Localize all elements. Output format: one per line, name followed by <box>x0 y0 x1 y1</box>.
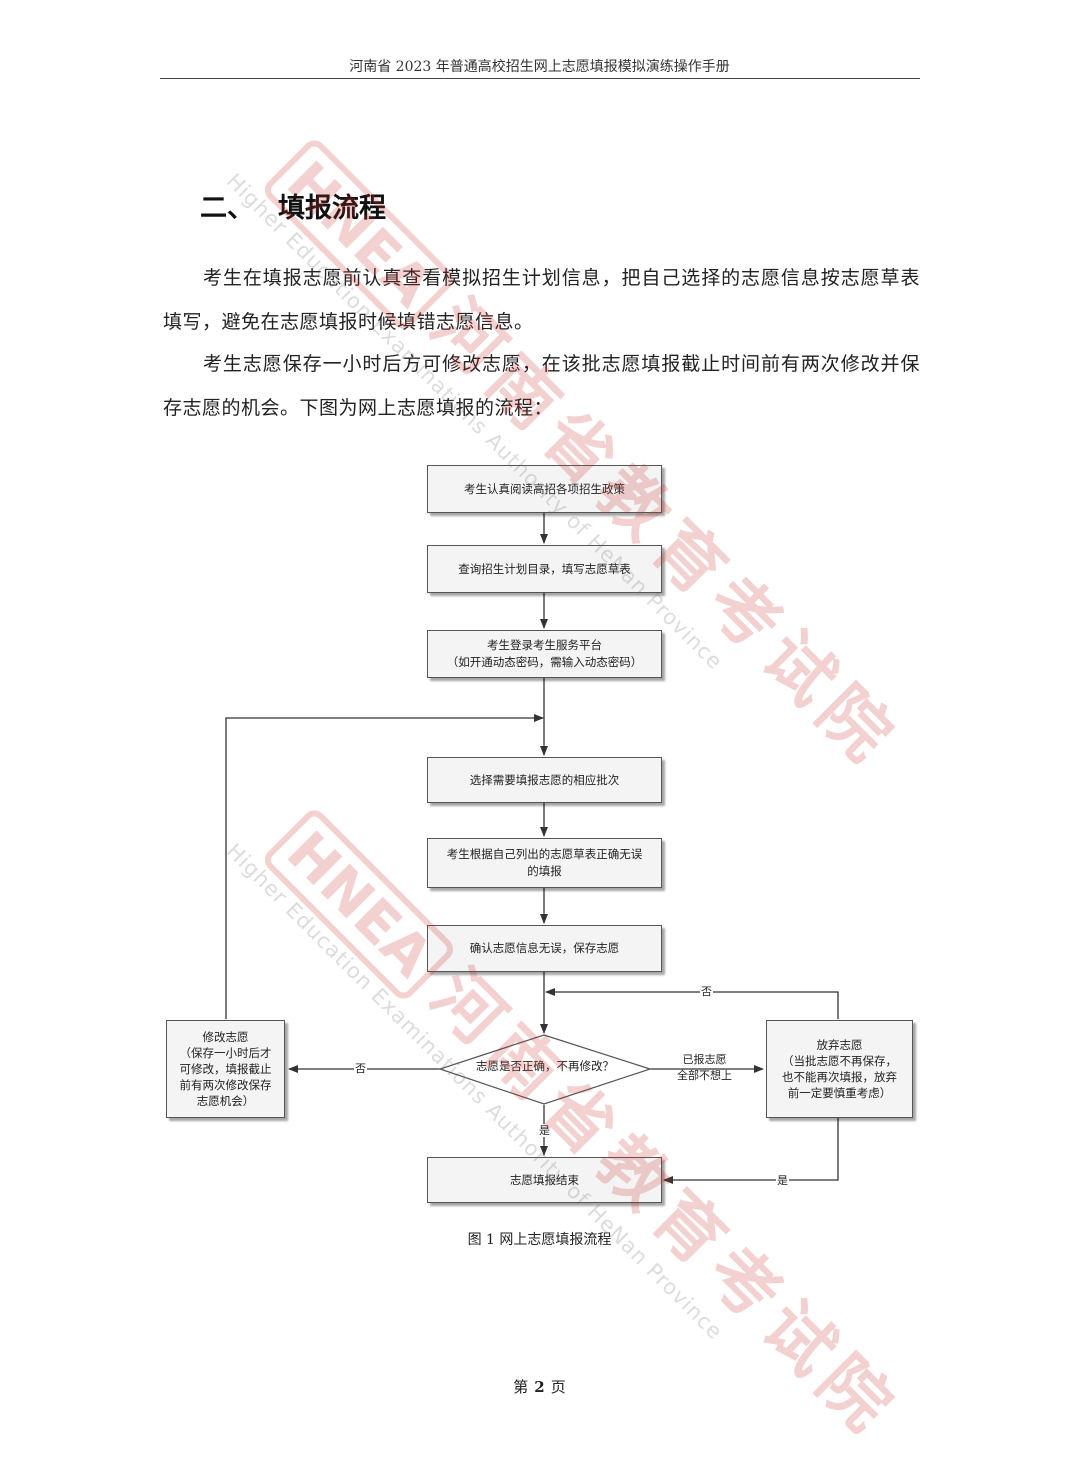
footer-suffix: 页 <box>550 1378 566 1396</box>
abandon-volunteer-label: 放弃志愿 （当批志愿不再保存， 也不能再次填报，放弃 前一定要慎重考虑） <box>782 1038 897 1100</box>
step-query-plan: 查询招生计划目录，填写志愿草表 <box>427 545 662 593</box>
step-read-policy: 考生认真阅读高招各项招生政策 <box>427 465 662 513</box>
step-query-plan-label: 查询招生计划目录，填写志愿草表 <box>458 561 631 576</box>
footer-prefix: 第 <box>513 1378 529 1396</box>
edge-label-yes-right: 是 <box>776 1174 789 1187</box>
step-confirm-save-label: 确认志愿信息无误，保存志愿 <box>469 941 620 955</box>
decision-diamond <box>438 1034 652 1105</box>
page-header: 河南省 2023 年普通高校招生网上志愿填报模拟演练操作手册 <box>349 59 730 75</box>
edge-label-no-left: 否 <box>354 1062 367 1075</box>
step-select-batch-label: 选择需要填报志愿的相应批次 <box>469 772 620 787</box>
section-title-text: 填报流程 <box>278 193 386 224</box>
step-finish: 志愿填报结束 <box>427 1157 662 1203</box>
step-login-platform: 考生登录考生服务平台 （如开通动态密码，需输入动态密码） <box>427 630 662 678</box>
step-finish-label: 志愿填报结束 <box>510 1172 579 1187</box>
edge-label-yes-down: 是 <box>538 1124 551 1137</box>
paragraph-rules: 考生志愿保存一小时后方可修改志愿，在该批志愿填报截止时间前有两次修改并保存志愿的… <box>163 353 920 419</box>
edge-label-already-filled: 已报志愿 全部不想上 <box>677 1053 732 1082</box>
section-title: 二、填报流程 <box>200 186 386 225</box>
page-number: 2 <box>534 1378 545 1396</box>
decision-label: 志愿是否正确，不再修改？ <box>476 1059 614 1073</box>
step-select-batch: 选择需要填报志愿的相应批次 <box>427 757 662 803</box>
step-read-policy-label: 考生认真阅读高招各项招生政策 <box>464 481 625 496</box>
paragraph-intro: 考生在填报志愿前认真查看模拟招生计划信息，把自己选择的志愿信息按志愿草表填写，避… <box>163 267 920 333</box>
edge-label-no-top: 否 <box>700 985 713 998</box>
header-divider <box>160 78 920 79</box>
figure-caption: 图 1 网上志愿填报流程 <box>467 1232 612 1248</box>
modify-volunteer-label: 修改志愿 （保存一小时后才 可修改，填报截止 前有两次修改保存 志愿机会） <box>179 1030 272 1108</box>
step-fill-form-label: 考生根据自己列出的志愿草表正确无误 的填报 <box>446 847 643 878</box>
modify-volunteer-box: 修改志愿 （保存一小时后才 可修改，填报截止 前有两次修改保存 志愿机会） <box>166 1020 285 1118</box>
section-number: 二、 <box>200 193 254 224</box>
step-fill-form: 考生根据自己列出的志愿草表正确无误 的填报 <box>427 838 662 888</box>
step-confirm-save: 确认志愿信息无误，保存志愿 <box>427 925 662 972</box>
abandon-volunteer-box: 放弃志愿 （当批志愿不再保存， 也不能再次填报，放弃 前一定要慎重考虑） <box>766 1020 913 1118</box>
step-login-platform-label: 考生登录考生服务平台 （如开通动态密码，需输入动态密码） <box>446 638 643 669</box>
